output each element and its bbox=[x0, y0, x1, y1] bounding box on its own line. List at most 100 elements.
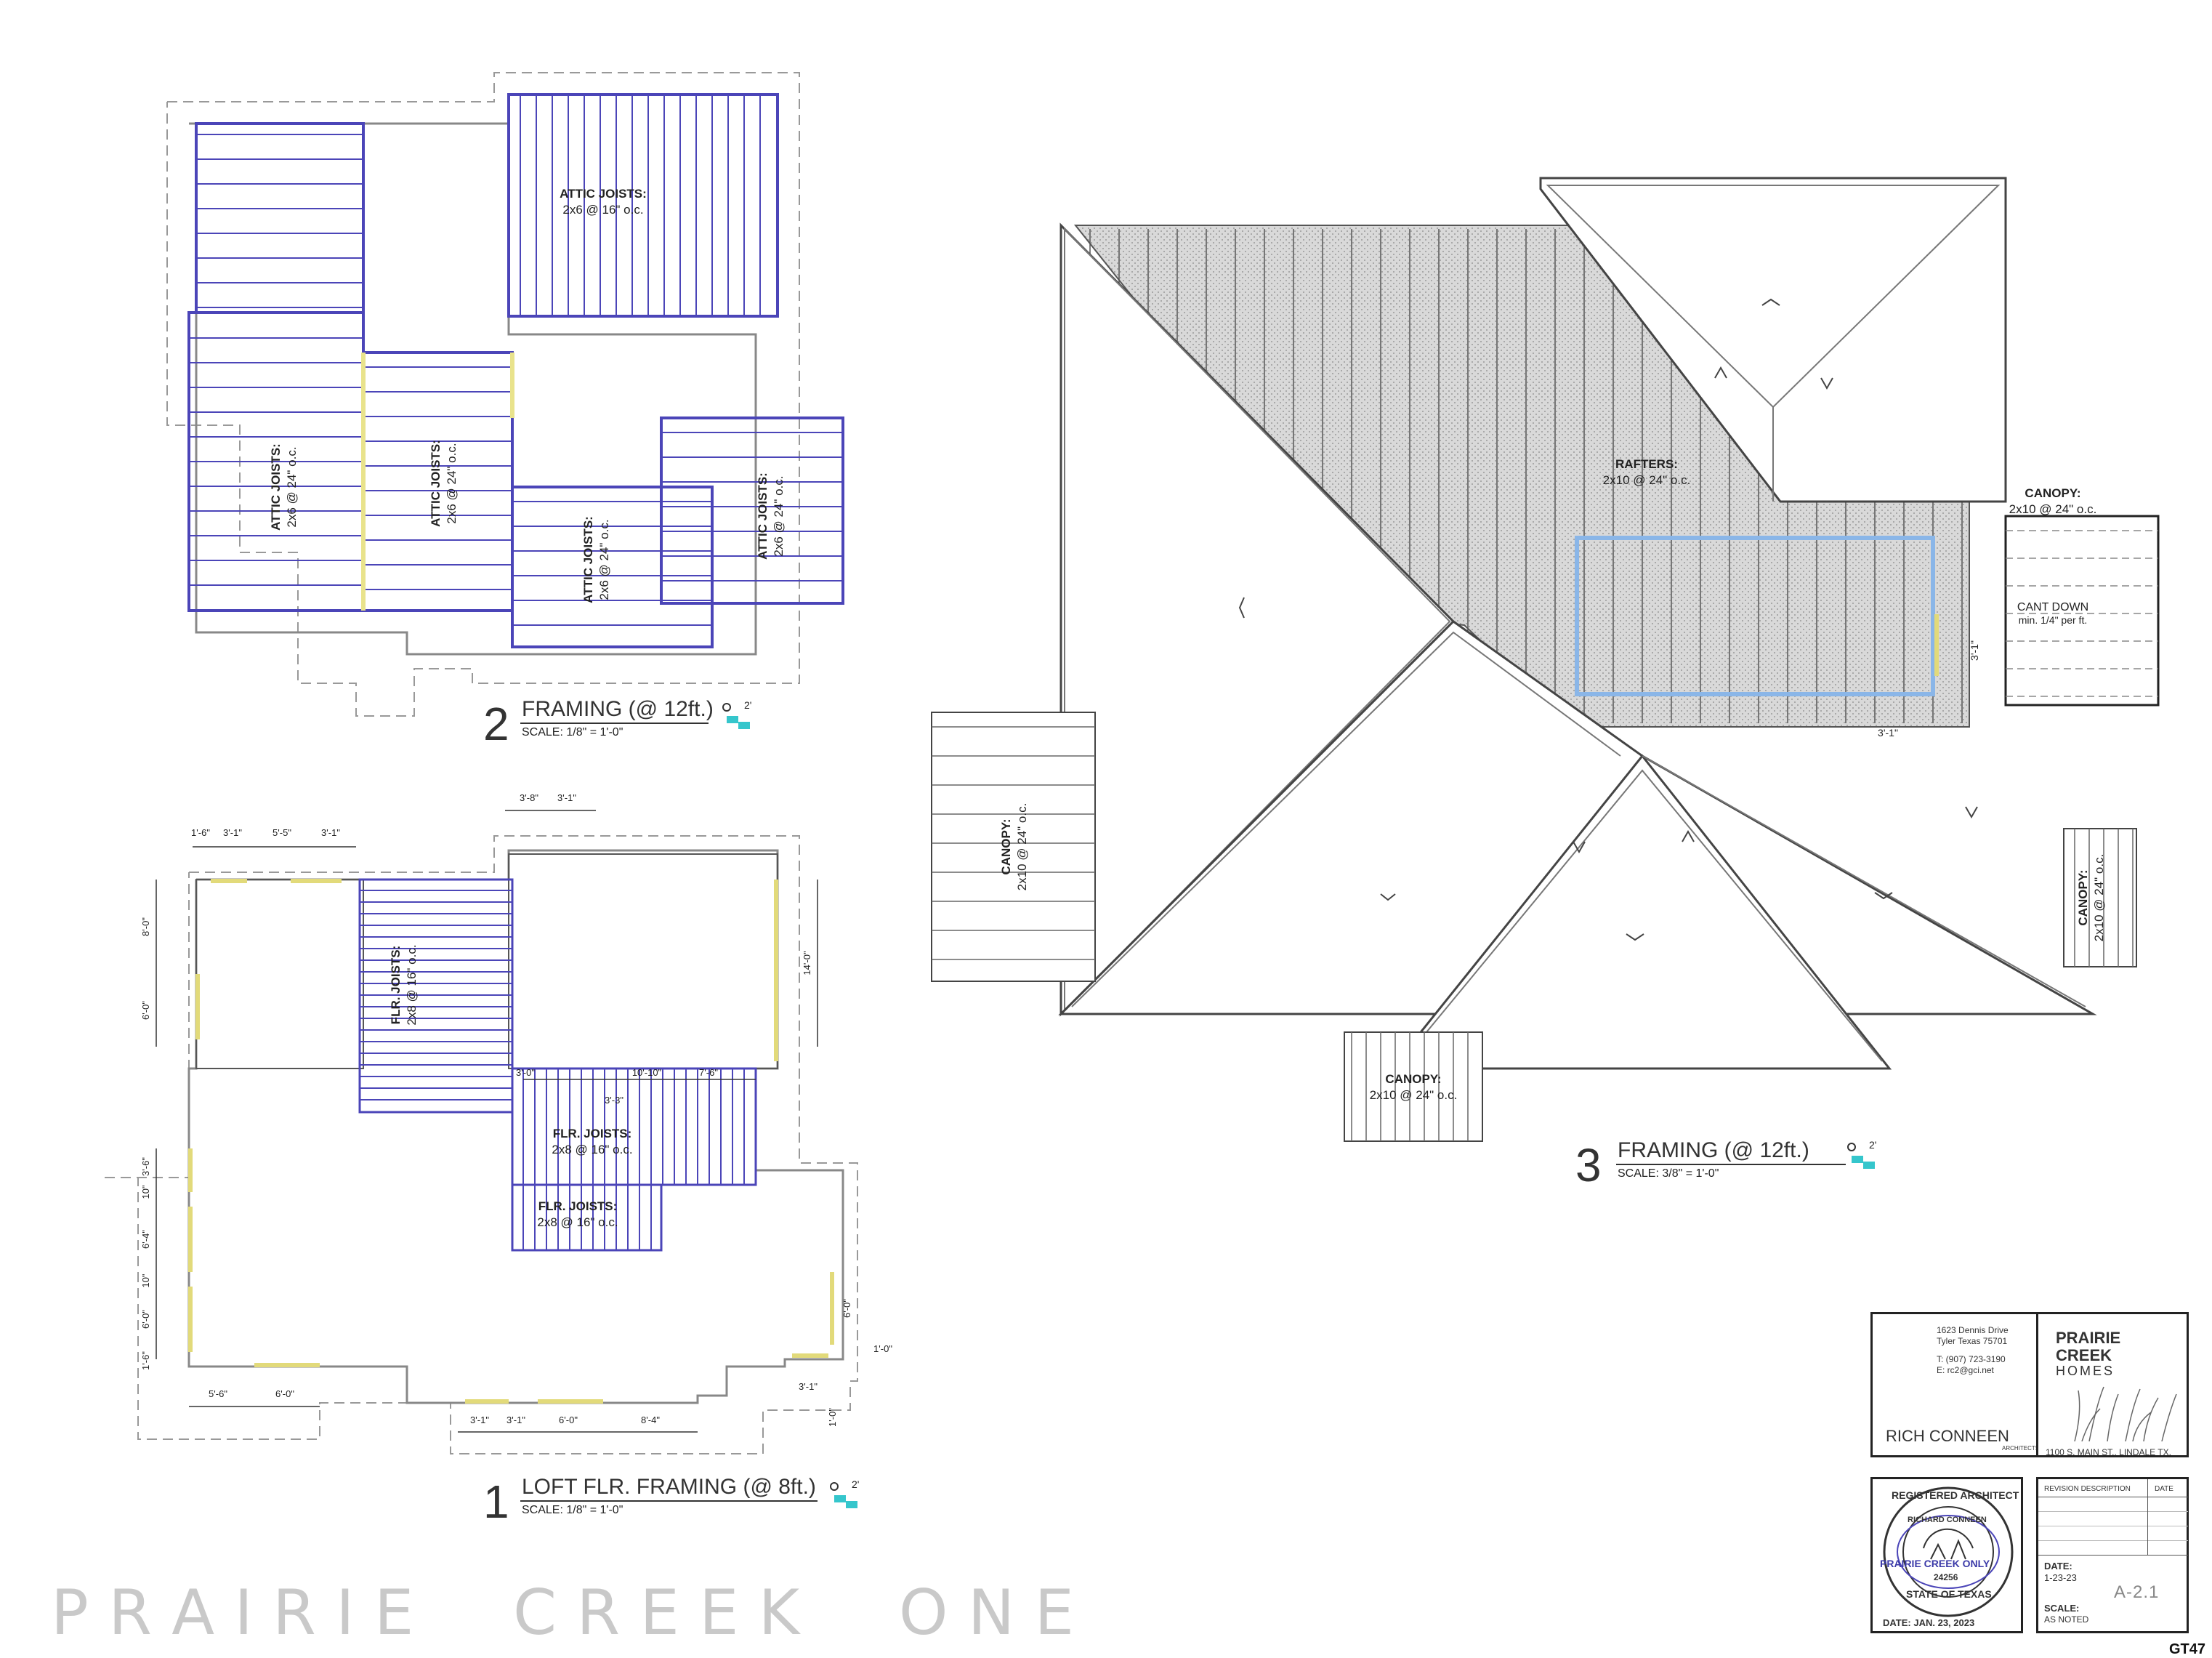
client-address: 1100 S. MAIN ST., LINDALE TX. bbox=[2046, 1447, 2171, 1457]
dimension-label: 1'-0" bbox=[873, 1343, 892, 1354]
dimension-label: 10" bbox=[140, 1185, 151, 1199]
cant-down-spec: min. 1/4" per ft. bbox=[2019, 614, 2087, 626]
scale-bar-icon: 2' bbox=[1847, 1139, 1876, 1169]
canopy-br-label: CANOPY: bbox=[2076, 869, 2090, 925]
dimension-label: 3'-1" bbox=[799, 1381, 818, 1392]
drawing-2-scale: SCALE: 1/8" = 1'-0" bbox=[522, 726, 623, 739]
dimension-label: 3'-1" bbox=[470, 1414, 489, 1425]
attic-joists-2-spec: 2x6 @ 24" o.c. bbox=[445, 443, 459, 523]
walls bbox=[189, 122, 757, 656]
dimension-label: 7'-6" bbox=[699, 1067, 718, 1078]
drawing-1-scale: SCALE: 1/8" = 1'-0" bbox=[522, 1504, 623, 1516]
canopy-left bbox=[931, 712, 1096, 982]
attic-joists-3-label: ATTIC JOISTS: bbox=[581, 516, 595, 603]
drawing-1-number: 1 bbox=[483, 1476, 509, 1528]
canopy-left-spec: 2x10 @ 24" o.c. bbox=[1015, 803, 1029, 891]
email: E: rc2@gci.net bbox=[1937, 1365, 1994, 1375]
ridge-beam-highlight bbox=[1575, 536, 1935, 696]
scale-bar-icon: 2' bbox=[830, 1478, 859, 1508]
joist-area-top bbox=[507, 93, 779, 318]
dimension-label: 3'-1" bbox=[506, 1414, 525, 1425]
client-line3: HOMES bbox=[2056, 1364, 2115, 1378]
dimension-label: 3'-6" bbox=[140, 1157, 151, 1176]
roof-outline-dashed bbox=[166, 72, 800, 717]
client-line1: PRAIRIE bbox=[2056, 1329, 2121, 1347]
canopy-bottom-label: CANOPY: bbox=[1385, 1072, 1441, 1086]
dimension-label: 6'-0" bbox=[140, 1310, 151, 1329]
dimension-label: 1'-6" bbox=[140, 1351, 151, 1370]
dimension-label: 3'-0" bbox=[516, 1067, 535, 1078]
dimension-label: 3'-8" bbox=[520, 792, 538, 803]
dimension-label: 3'-3" bbox=[605, 1095, 623, 1106]
flr-joist-area-c bbox=[511, 1183, 663, 1252]
canopy-left-label: CANOPY: bbox=[999, 818, 1013, 874]
scale-label: SCALE: bbox=[2044, 1603, 2080, 1614]
dim-3-1-vertical: 3'-1" bbox=[1969, 640, 1980, 661]
flr-joists-b-spec: 2x8 @ 16" o.c. bbox=[552, 1143, 632, 1156]
client-line2: CREEK bbox=[2056, 1346, 2112, 1364]
address-line2: Tyler Texas 75701 bbox=[1937, 1336, 2008, 1346]
seal-number: 24256 bbox=[1934, 1572, 1958, 1582]
flr-joists-a-spec: 2x8 @ 16" o.c. bbox=[405, 944, 419, 1025]
drawing-3-title: FRAMING (@ 12ft.) bbox=[1618, 1138, 1809, 1162]
dimension-label: 3'-1" bbox=[223, 827, 242, 838]
project-watermark: P R A I R I E C R E E K O N E bbox=[51, 1577, 1074, 1649]
dimension-label: 1'-6" bbox=[191, 827, 210, 838]
svg-text:2': 2' bbox=[744, 699, 751, 711]
cant-down-label: CANT DOWN bbox=[2017, 601, 2088, 613]
date-label: DATE: bbox=[2044, 1561, 2072, 1572]
architect-sub: ARCHITECTS bbox=[2002, 1445, 2040, 1452]
dimension-label: 1'-0" bbox=[827, 1408, 838, 1427]
footer-tag: GT47 bbox=[2169, 1641, 2206, 1657]
seal-name: RICHARD CONNEEN bbox=[1908, 1516, 1987, 1524]
dimension-label: 3'-1" bbox=[321, 827, 340, 838]
flr-joists-c-spec: 2x8 @ 16" o.c. bbox=[537, 1215, 618, 1229]
drawing-2-number: 2 bbox=[483, 698, 509, 750]
canopy-bottom-right bbox=[2063, 828, 2137, 967]
seal-date: DATE: JAN. 23, 2023 bbox=[1883, 1617, 1975, 1628]
architect-info-box: 1623 Dennis Drive Tyler Texas 75701 T: (… bbox=[1870, 1312, 2058, 1457]
flr-joists-b-label: FLR. JOISTS: bbox=[553, 1127, 632, 1140]
dimension-label: 14'-0" bbox=[802, 951, 812, 975]
dimension-label: 6'-0" bbox=[841, 1299, 852, 1318]
revision-header: REVISION DESCRIPTION bbox=[2044, 1485, 2131, 1493]
attic-joists-top-spec: 2x6 @ 16" o.c. bbox=[562, 203, 643, 217]
scale-value: AS NOTED bbox=[2044, 1614, 2089, 1625]
joist-area-lower bbox=[511, 486, 714, 648]
dim-3-1-horizontal: 3'-1" bbox=[1878, 727, 1898, 739]
attic-joists-4-spec: 2x6 @ 24" o.c. bbox=[772, 475, 786, 556]
dimension-label: 6'-0" bbox=[140, 1001, 151, 1020]
dimension-label: 6'-0" bbox=[275, 1388, 294, 1399]
date-value: 1-23-23 bbox=[2044, 1572, 2077, 1583]
flr-joists-c-label: FLR. JOISTS: bbox=[538, 1199, 618, 1213]
drawing-3-number: 3 bbox=[1575, 1139, 1602, 1191]
flr-joist-area-b bbox=[511, 1067, 757, 1186]
dimension-label: 5'-6" bbox=[209, 1388, 227, 1399]
architect-seal-box: REGISTERED ARCHITECT RICHARD CONNEEN PRA… bbox=[1870, 1477, 2023, 1633]
dimension-label: 8'-0" bbox=[140, 917, 151, 936]
revision-box: REVISION DESCRIPTION DATE DATE: 1-23-23 … bbox=[2036, 1477, 2189, 1633]
dimension-label: 10" bbox=[140, 1273, 151, 1287]
joist-area-right bbox=[660, 416, 844, 605]
drawing-1-title: LOFT FLR. FRAMING (@ 8ft.) bbox=[522, 1475, 816, 1499]
attic-joists-2-label: ATTIC JOISTS: bbox=[429, 440, 443, 527]
canopy-right-spec: 2x10 @ 24" o.c. bbox=[2009, 502, 2097, 516]
dimension-label: 10'-10" bbox=[632, 1067, 662, 1078]
canopy-right-label: CANOPY: bbox=[2025, 486, 2080, 500]
upper-right-roof bbox=[1539, 177, 2007, 503]
revision-date-header: DATE bbox=[2155, 1485, 2173, 1493]
drawing-3-roof-framing: RAFTERS: 2x10 @ 24" o.c. CANOPY: 2x10 @ … bbox=[931, 177, 2160, 1191]
dimension-label: 3'-1" bbox=[557, 792, 576, 803]
dimension-label: 6'-4" bbox=[140, 1230, 151, 1249]
svg-text:2': 2' bbox=[852, 1478, 859, 1490]
architect-seal-stamp bbox=[1883, 1486, 2014, 1617]
rafters-spec: 2x10 @ 24" o.c. bbox=[1603, 473, 1691, 487]
architect-name: RICH CONNEEN bbox=[1886, 1427, 2009, 1445]
attic-joists-1-spec: 2x6 @ 24" o.c. bbox=[285, 446, 299, 527]
seal-overlay-text: PRAIRIE CREEK ONLY bbox=[1880, 1558, 1990, 1569]
dimension-label: 5'-5" bbox=[273, 827, 291, 838]
attic-joists-top-label: ATTIC JOISTS: bbox=[560, 187, 647, 201]
scale-bar-icon: 2' bbox=[722, 699, 751, 729]
drawing-1-framing-plan: 1'-6" 3'-1" 5'-5" 3'-1" 3'-8" 3'-1" 8'-0" 6'-0"… bbox=[102, 792, 892, 1528]
